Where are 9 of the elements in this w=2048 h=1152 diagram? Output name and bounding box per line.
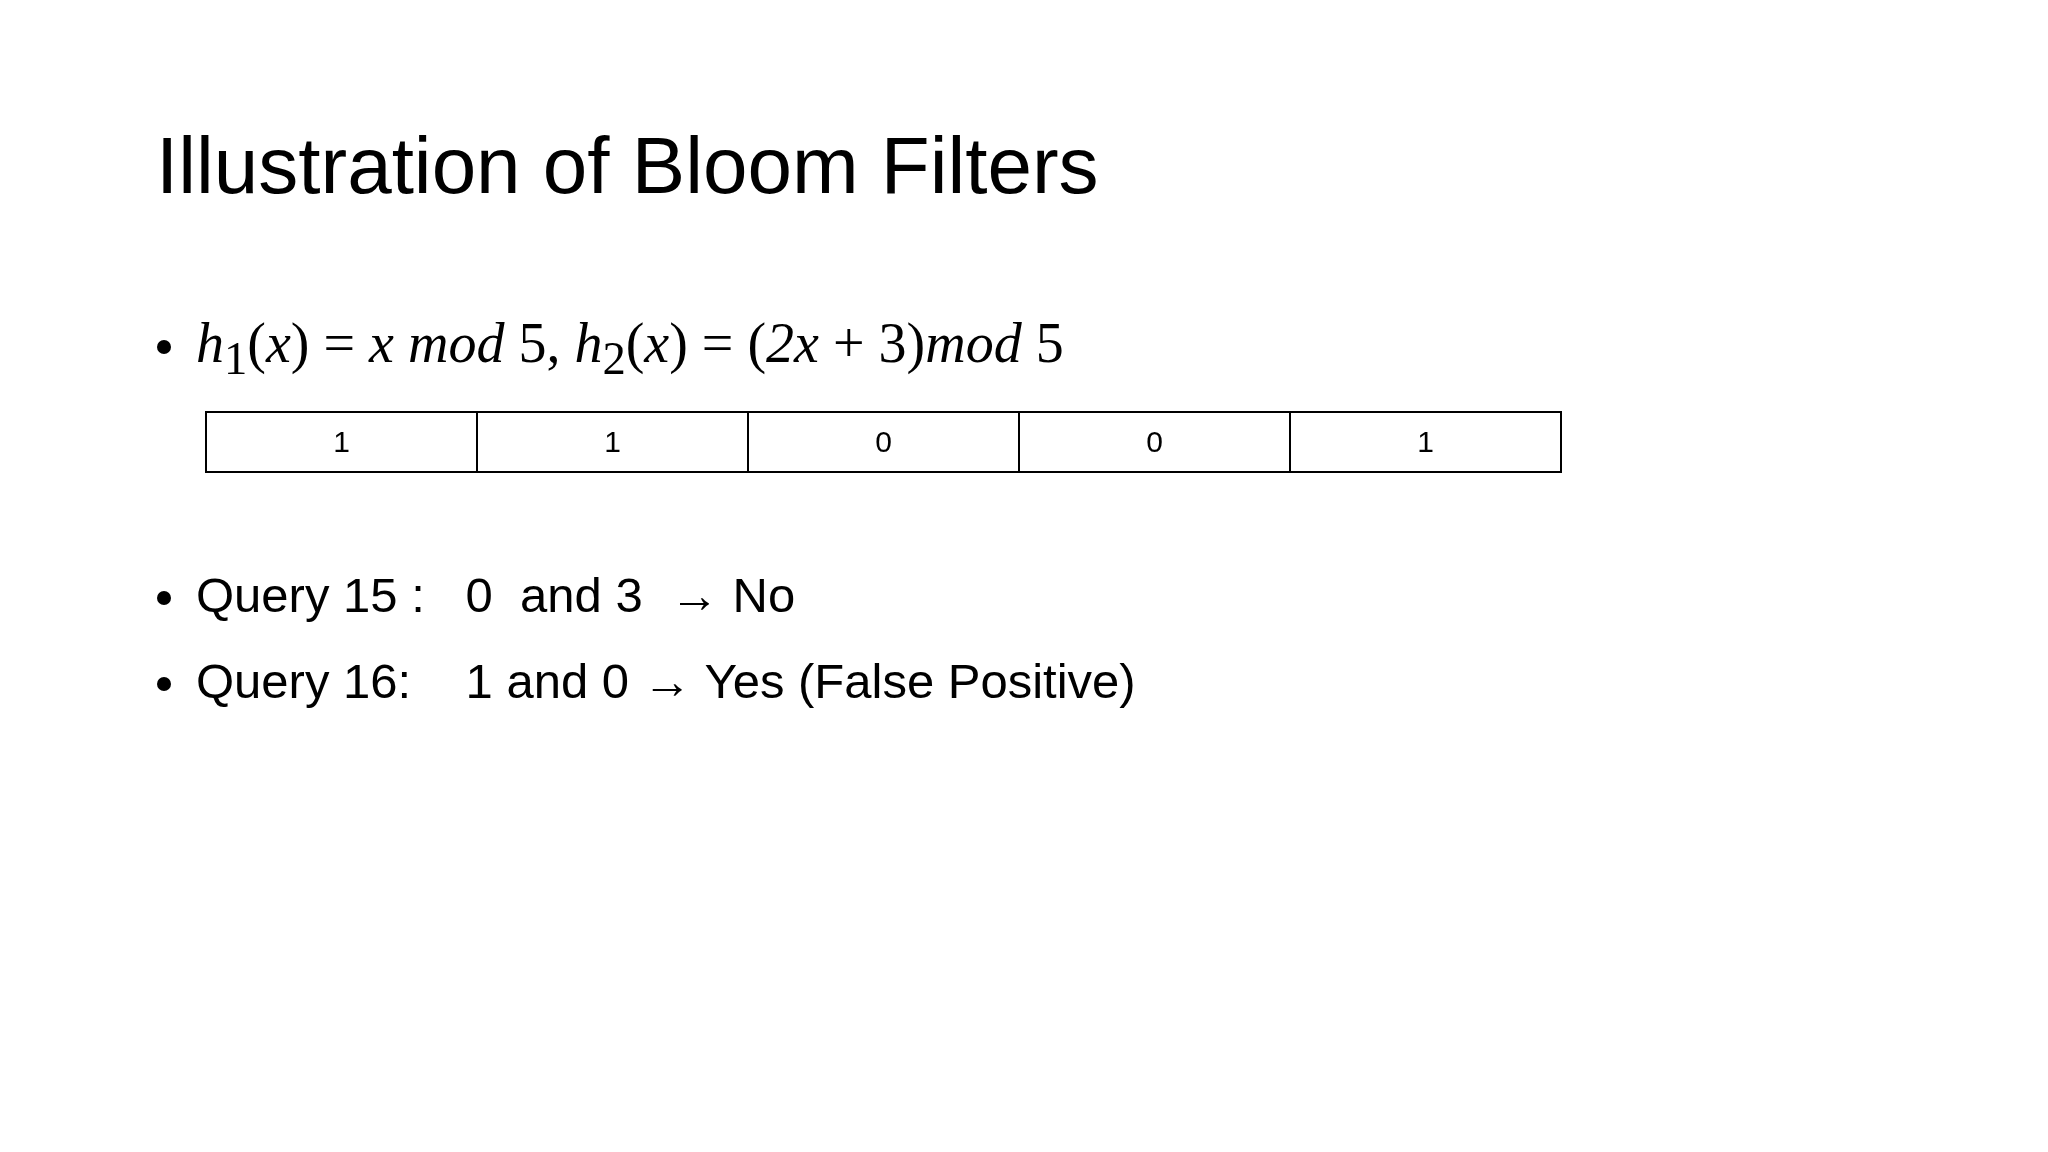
bit-cell: 1 — [206, 412, 477, 472]
bit-cell: 0 — [748, 412, 1019, 472]
query-text: Query 16: 1 and 0 → Yes (False Positive) — [196, 653, 1136, 710]
bit-cell: 0 — [1019, 412, 1290, 472]
query-text: Query 15 : 0 and 3 → No — [196, 567, 796, 624]
bit-cell: 1 — [477, 412, 748, 472]
bit-cell: 1 — [1290, 412, 1561, 472]
hash-formula: h$_{1}$(x) = x mod 5, h$_{2}$(x) = (2x + 3)mod 5 — [196, 311, 1064, 387]
slide-title: Illustration of Bloom Filters — [156, 120, 1099, 212]
